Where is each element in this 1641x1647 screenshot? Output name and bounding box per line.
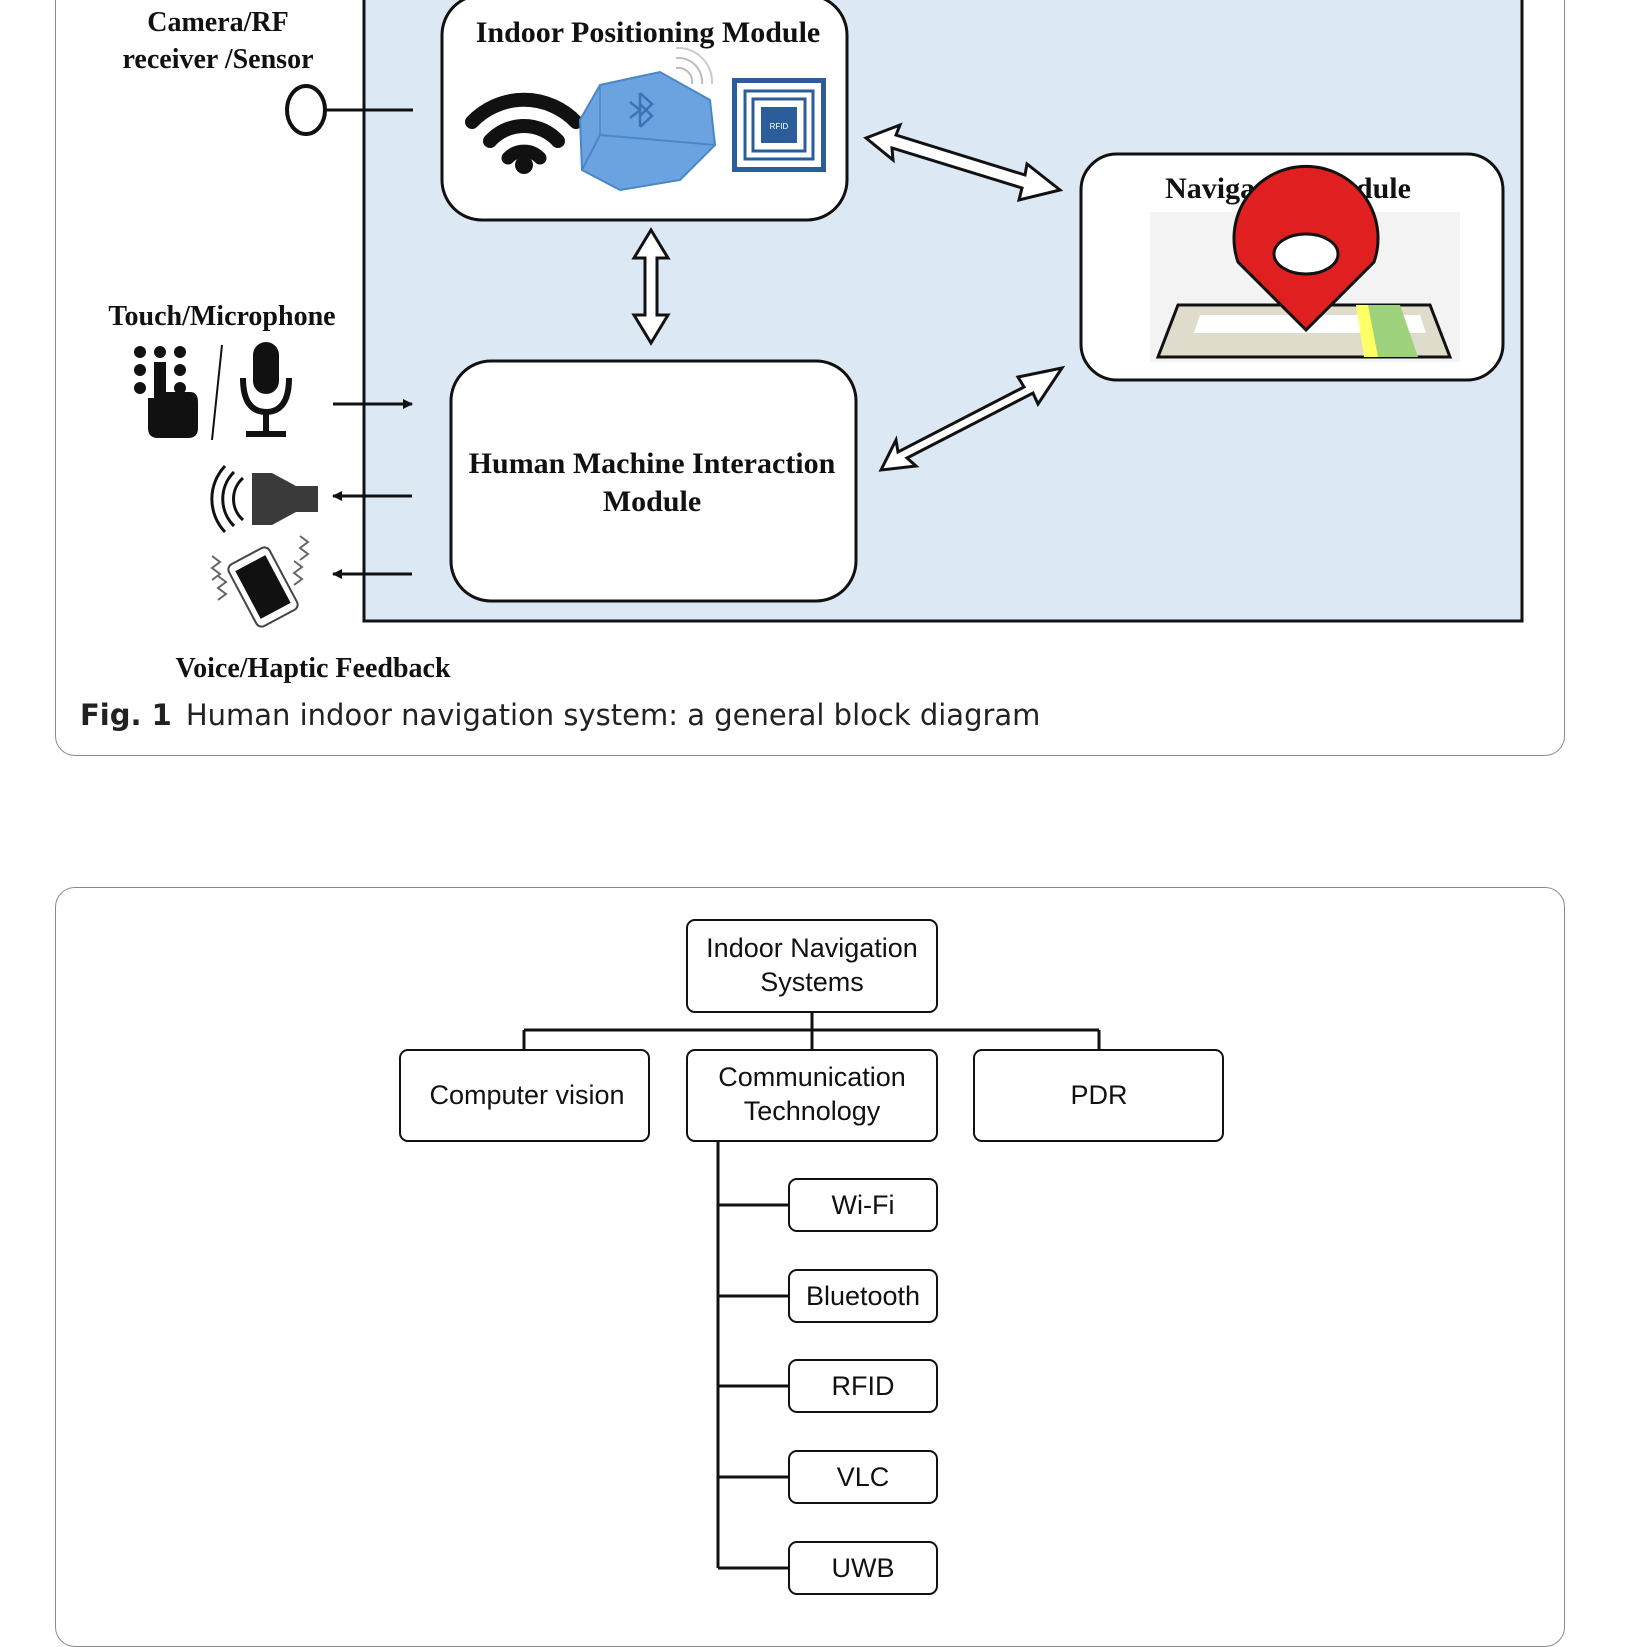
- tech-node-uwb: UWB: [788, 1541, 938, 1595]
- tree-connectors: [522, 1012, 1101, 1570]
- sensor-circle-icon: [285, 84, 413, 136]
- root-node: Indoor Navigation Systems: [686, 919, 938, 1013]
- tech-node-rfid: RFID: [788, 1359, 938, 1413]
- figure1-caption: Fig. 1 Human indoor navigation system: a …: [80, 698, 1040, 732]
- root-node-line2: Systems: [760, 967, 864, 997]
- voice-haptic-feedback-label: Voice/Haptic Feedback: [175, 653, 450, 684]
- speaker-icon: [210, 464, 318, 534]
- category-communication-line1: Communication: [718, 1062, 906, 1092]
- tech-node-uwb-label: UWB: [832, 1553, 895, 1583]
- vibrating-phone-icon: [210, 535, 310, 628]
- positioning-hmi-double-arrow: [631, 227, 671, 346]
- diagram-canvas: Camera/RF receiver /Sensor Indoor Positi…: [108, 0, 1524, 1595]
- navigation-module: Navigation Module: [1079, 152, 1505, 382]
- tech-node-vlc: VLC: [788, 1450, 938, 1504]
- rfid-tag-text: RFID: [770, 122, 789, 131]
- bluetooth-beacon-icon: [578, 46, 717, 192]
- category-pdr: PDR: [973, 1049, 1224, 1142]
- hmi-navigation-double-arrow: [878, 365, 1066, 472]
- rfid-tag-icon: RFID: [732, 78, 826, 172]
- figure1-caption-label: Fig. 1: [80, 698, 172, 732]
- positioning-module-title: Indoor Positioning Module: [476, 16, 821, 49]
- tech-node-rfid-label: RFID: [832, 1371, 895, 1401]
- tech-node-wifi: Wi-Fi: [788, 1178, 938, 1232]
- hmi-module-title-line2: Module: [603, 485, 701, 518]
- wifi-icon: [465, 92, 583, 174]
- hmi-module-title-line1: Human Machine Interaction: [469, 447, 836, 480]
- touch-microphone-label: Touch/Microphone: [108, 301, 335, 332]
- tech-node-bluetooth: Bluetooth: [788, 1269, 938, 1323]
- tech-node-vlc-label: VLC: [837, 1462, 890, 1492]
- category-computer-vision: Computer vision: [399, 1049, 650, 1142]
- hmi-module: Human Machine Interaction Module: [449, 359, 858, 603]
- category-communication-line2: Technology: [744, 1096, 881, 1126]
- microphone-icon: [240, 342, 292, 437]
- indoor-positioning-module: Indoor Positioning Module RFID: [440, 0, 849, 222]
- figure2-frame: [55, 887, 1565, 1647]
- positioning-navigation-double-arrow: [863, 122, 1064, 203]
- category-pdr-label: PDR: [1070, 1080, 1127, 1110]
- category-computer-vision-label: Computer vision: [429, 1080, 624, 1110]
- camera-label-line1: Camera/RF: [147, 7, 289, 38]
- map-pin-icon: [1155, 164, 1453, 359]
- category-communication-technology: Communication Technology: [686, 1049, 938, 1142]
- root-node-line1: Indoor Navigation: [706, 933, 918, 963]
- tech-node-bluetooth-label: Bluetooth: [806, 1281, 920, 1311]
- camera-label-line2: receiver /Sensor: [122, 44, 313, 75]
- input-separator: [211, 344, 223, 441]
- figure1-caption-text: Human indoor navigation system: a genera…: [185, 698, 1041, 732]
- tech-node-wifi-label: Wi-Fi: [832, 1190, 895, 1220]
- keypad-touch-icon: [134, 346, 198, 438]
